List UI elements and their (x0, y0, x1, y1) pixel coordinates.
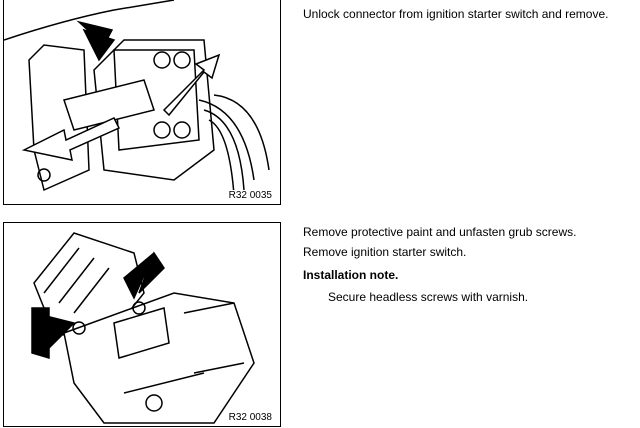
instruction-line: Remove ignition starter switch. (303, 245, 467, 259)
figure-code: R32 0038 (226, 412, 274, 423)
connector-illustration (4, 0, 270, 196)
figure-connector-removal: R32 0035 (3, 0, 281, 205)
instruction-text: Unlock connector from ignition starter s… (303, 7, 609, 21)
figure-code: R32 0035 (226, 190, 274, 201)
instruction-line: Remove protective paint and unfasten gru… (303, 225, 577, 239)
installation-note-heading: Installation note. (303, 268, 399, 282)
switch-illustration (31, 232, 255, 424)
figure-switch-removal: R32 0038 (3, 222, 281, 427)
installation-note-text: Secure headless screws with varnish. (328, 290, 529, 304)
